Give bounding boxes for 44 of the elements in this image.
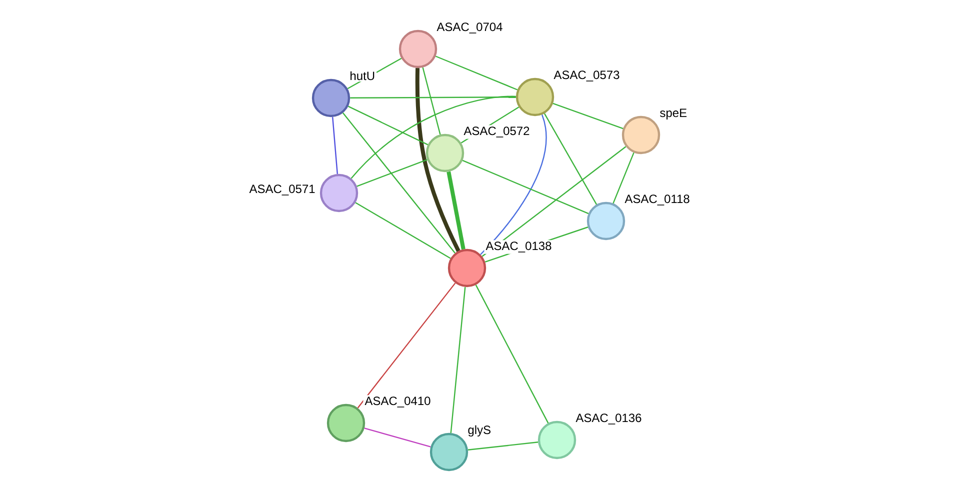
node-label: hutU [348,70,377,82]
protein-node [312,78,350,118]
interaction-line [364,428,431,448]
protein-node [586,202,626,240]
interaction-line [422,67,441,135]
interaction-line [355,202,451,259]
interaction-line [475,284,549,424]
interaction-line [356,159,428,187]
node-label: ASAC_0410 [363,395,432,409]
node-label: ASAC_0138 [484,240,554,254]
interaction-line [350,96,516,98]
interaction-line [462,160,589,214]
node-label: speE [658,107,689,121]
interaction-line [612,152,634,204]
protein-node [538,420,576,460]
interaction-line [332,116,338,174]
node-label: glyS [466,424,493,438]
protein-node [398,30,438,68]
interaction-line [342,112,456,254]
interaction-line [544,113,598,205]
node-label: ASAC_0704 [435,21,504,35]
interaction-line [468,442,538,450]
node-label: ASAC_0572 [462,125,532,139]
node-label: ASAC_0118 [623,193,692,207]
protein-node [430,432,468,472]
interaction-line [552,102,624,130]
protein-node [448,248,486,288]
interaction-line [435,56,518,90]
protein-node [516,78,554,116]
node-label: ASAC_0136 [574,412,644,426]
interaction-line [357,282,456,408]
interaction-line [350,96,516,179]
interaction-line [348,106,428,146]
protein-node [426,134,464,172]
protein-node [326,404,366,442]
interaction-line [450,286,466,434]
node-label: ASAC_0571 [248,183,317,197]
protein-node [622,116,660,154]
interaction-line [446,171,466,250]
interaction-line [415,68,460,252]
protein-node [320,174,358,212]
node-label: ASAC_0573 [552,69,622,83]
interaction-line [482,146,626,257]
interaction-line [480,114,547,255]
